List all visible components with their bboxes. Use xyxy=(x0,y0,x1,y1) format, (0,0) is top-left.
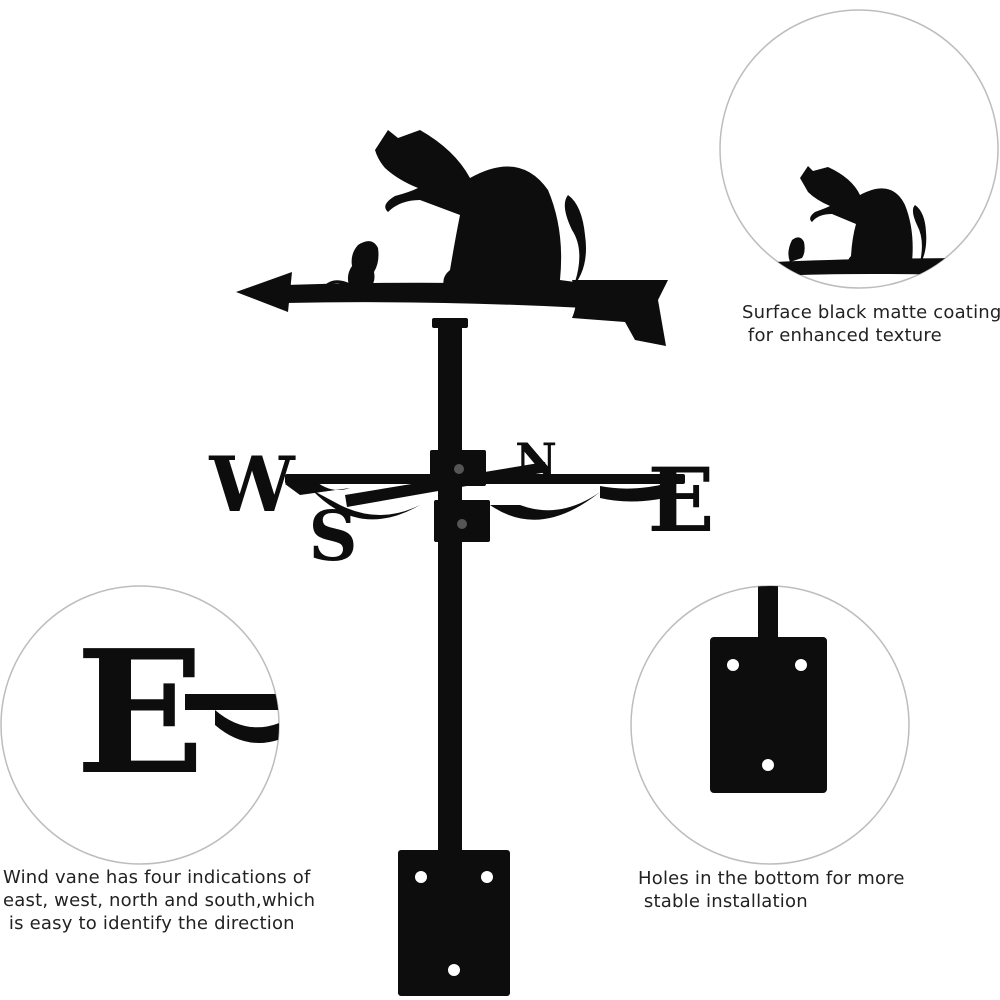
mounting-plate-icon xyxy=(398,850,510,996)
mouse-silhouette-icon xyxy=(325,241,379,288)
east-letter: E xyxy=(647,448,714,552)
weathervane-main: W E N S xyxy=(208,130,715,996)
cat-silhouette-icon xyxy=(375,130,586,290)
south-letter: S xyxy=(308,497,357,577)
west-letter: W xyxy=(208,440,296,529)
zoom-circle-coating xyxy=(719,9,999,289)
caption-coating: Surface black matte coating for enhanced… xyxy=(742,302,1000,346)
caption-holes: Holes in the bottom for more stable inst… xyxy=(638,868,905,912)
zoom-east-letter: E xyxy=(75,613,205,813)
zoom-circle-direction: E xyxy=(0,585,280,865)
caption-directions: Wind vane has four indications of east, … xyxy=(3,867,316,934)
zoom-circle-plate xyxy=(630,585,910,865)
pole xyxy=(438,318,462,858)
north-letter: N xyxy=(515,433,557,487)
